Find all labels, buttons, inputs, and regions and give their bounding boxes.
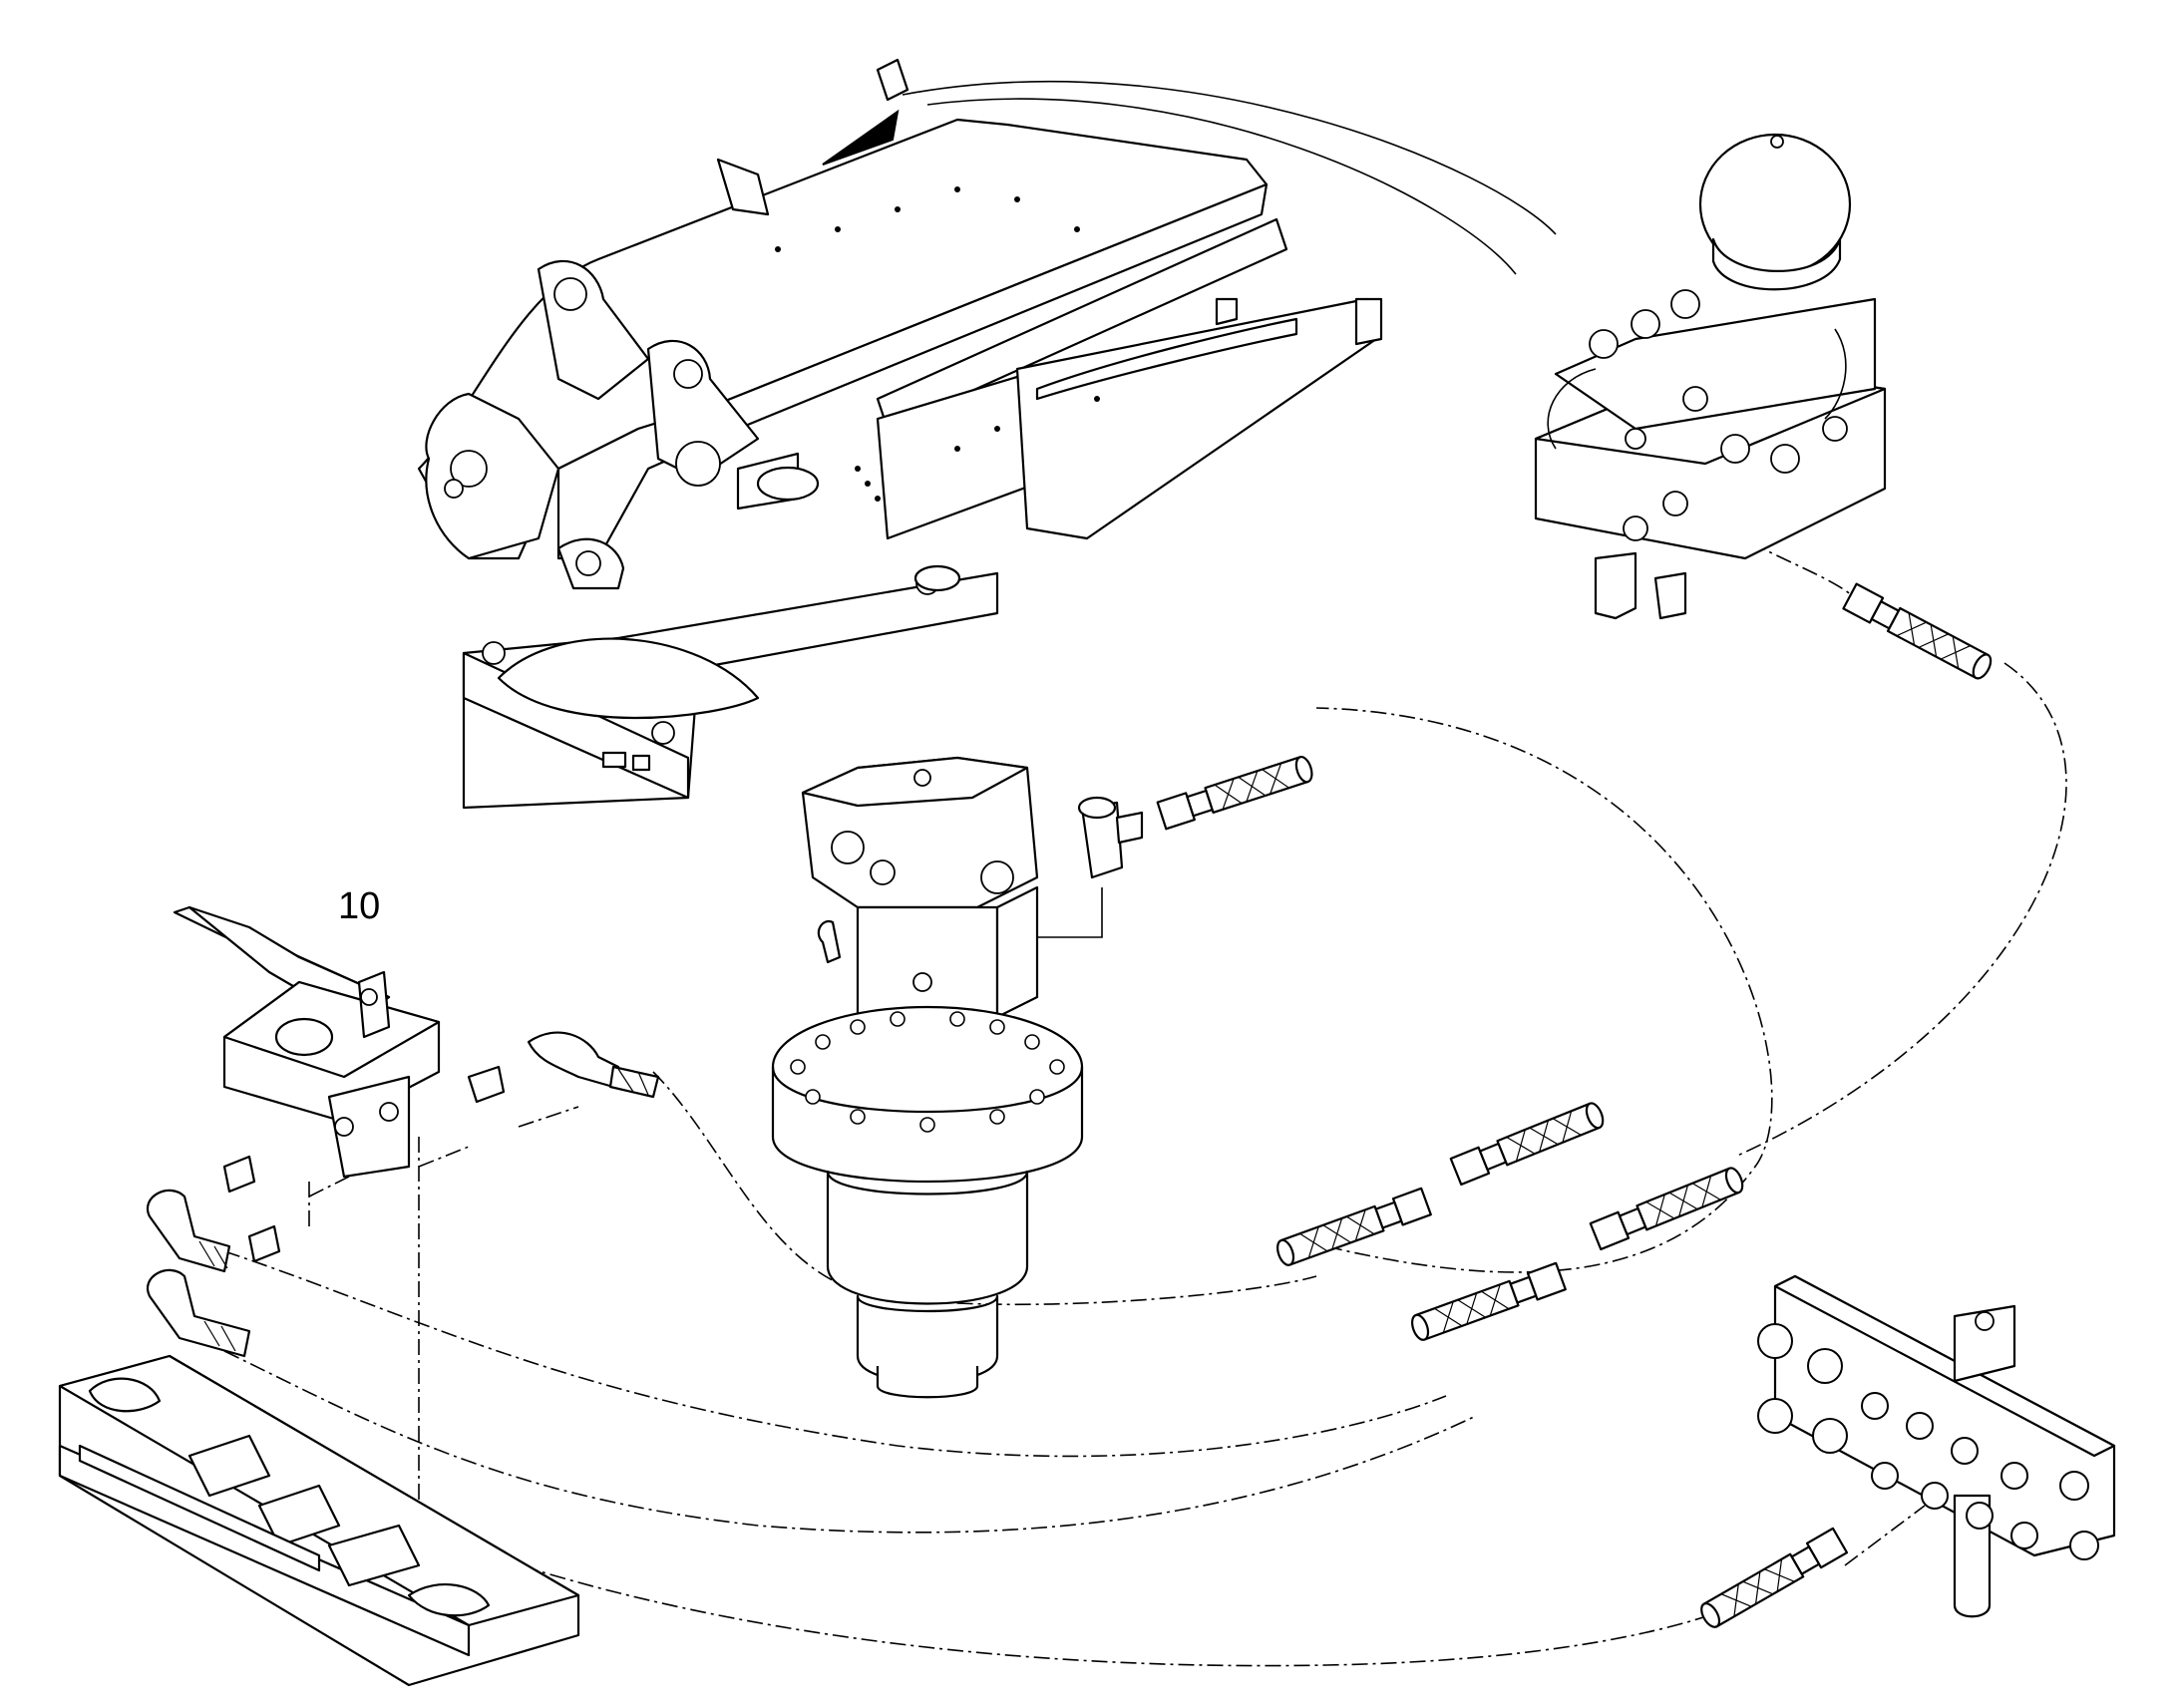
triangle-arrow-icon xyxy=(822,109,900,166)
swing-motor-assembly xyxy=(771,756,1084,1399)
frame-left-tower xyxy=(425,392,560,560)
motor-body xyxy=(856,905,999,1019)
line-valve-hose-right xyxy=(1734,662,2067,1158)
line-hose-to-manifold xyxy=(1844,1505,1926,1566)
frame-hose-lower xyxy=(926,98,1517,275)
hose-center-left xyxy=(1272,1187,1432,1269)
floor-plate xyxy=(58,1354,580,1687)
hose-motor-upper xyxy=(1156,753,1316,831)
line-left-hose-mid xyxy=(223,1250,1447,1458)
frame-hose-upper xyxy=(902,81,1557,235)
distribution-manifold xyxy=(1757,1274,2116,1618)
frame-circular-opening xyxy=(497,637,760,720)
upper-frame xyxy=(417,58,1557,810)
manifold-body xyxy=(1773,1274,2116,1557)
line-left-hose-long xyxy=(223,1350,1477,1534)
hose-center-mid xyxy=(1589,1164,1747,1251)
elbow-fitting xyxy=(1077,796,1144,879)
line-pedal-fitting-lower xyxy=(308,1176,350,1226)
hose-center-lower xyxy=(1407,1261,1567,1344)
pedal-valve-assembly xyxy=(146,905,660,1358)
gearbox-housing xyxy=(826,1170,1029,1305)
hose-manifold-lower xyxy=(1695,1527,1849,1632)
hose-valve-right xyxy=(1842,582,1997,684)
hose-center-upper xyxy=(1449,1099,1608,1187)
hoses xyxy=(1156,582,1997,1632)
line-pedal-fittings xyxy=(418,1106,579,1168)
callout-label-10: 10 xyxy=(338,885,381,927)
pedal-elbow-hose xyxy=(527,1031,620,1089)
frame-right-tray xyxy=(1015,297,1378,540)
connection-lines xyxy=(169,527,2067,1667)
line-left-hose-bottom xyxy=(169,1375,1756,1667)
valve-block-assembly xyxy=(1534,133,1887,620)
line-pedal-hose-lower xyxy=(652,1071,1317,1306)
